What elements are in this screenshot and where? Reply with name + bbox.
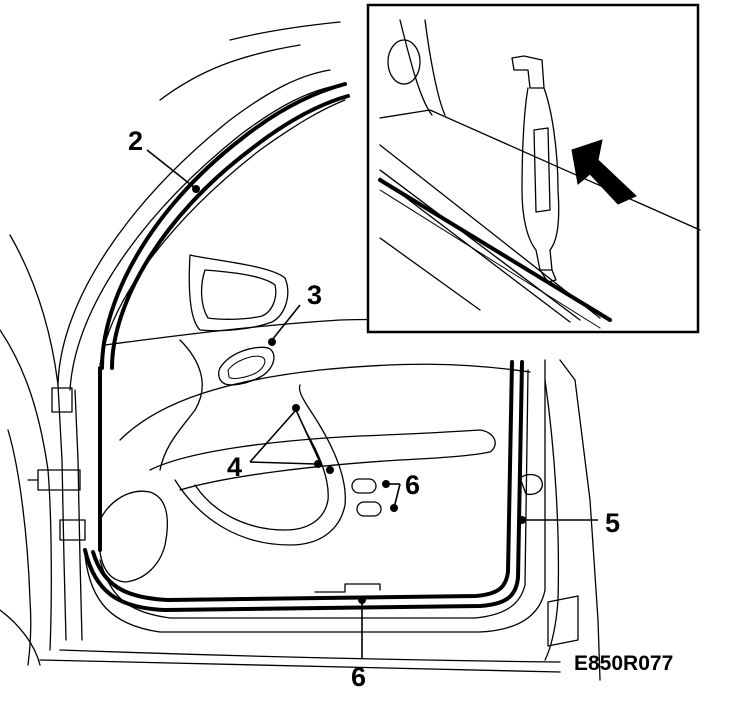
direction-arrow [571, 139, 637, 205]
figure-reference-code: E850R077 [574, 652, 673, 675]
inset-detail [366, 3, 701, 334]
callout-6-switch: 6 [405, 470, 420, 500]
door-panel [84, 99, 546, 633]
callout-leaders [146, 149, 598, 658]
callout-6-sill: 6 [351, 662, 366, 692]
door-seal [83, 82, 524, 612]
callout-4: 4 [227, 452, 242, 482]
callout-3: 3 [307, 280, 322, 310]
callout-2: 2 [128, 126, 143, 156]
callout-5: 5 [605, 508, 620, 538]
door-frame [0, 21, 601, 681]
